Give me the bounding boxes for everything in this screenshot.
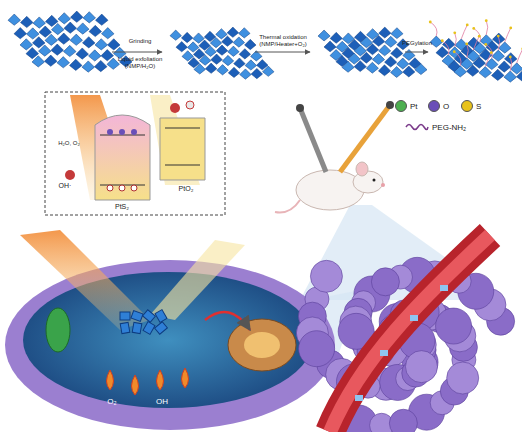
annotation-label: O₂ [100, 398, 124, 407]
inset-frame [45, 92, 225, 215]
cytoplasm [23, 272, 313, 408]
legend-item: Pt [395, 100, 418, 112]
blood-vessel [330, 235, 490, 432]
annotation-label: PtO₂ [168, 185, 204, 193]
flame [132, 375, 139, 395]
legend-text: O [443, 102, 449, 111]
uptake-arrow [205, 312, 250, 330]
legend-swatch [461, 100, 473, 112]
flame [157, 370, 164, 390]
nanosheet [429, 19, 522, 82]
annotation-label: PEGylation [395, 40, 439, 47]
legend-item: S [461, 100, 481, 112]
radical [186, 101, 194, 109]
legend-line-sample [405, 122, 429, 132]
nanosheet [440, 285, 448, 291]
mouse [275, 162, 385, 213]
annotation-label: OH· [50, 182, 80, 190]
legend-swatch [395, 100, 407, 112]
process-arrow [405, 52, 428, 53]
annotation-label: H₂O, O₂ [50, 140, 88, 147]
annotation-label: Thermal oxidation (NMP/Heater+O₂) [252, 34, 314, 47]
legend-swatch [428, 100, 440, 112]
legend-text: Pt [410, 102, 418, 111]
legend-item: O [428, 100, 449, 112]
hole [119, 185, 125, 191]
process-arrow [112, 52, 162, 53]
nanosheet [170, 27, 274, 79]
valence-band [165, 165, 200, 166]
nucleolus [244, 332, 280, 358]
annotation-label: PtS₂ [104, 203, 140, 211]
band-diagram [95, 115, 150, 200]
light-beam [20, 230, 150, 330]
electron [119, 129, 125, 135]
nanosheet [318, 27, 427, 77]
nanosheet [380, 350, 388, 356]
electron [131, 129, 137, 135]
laser-fiber [300, 108, 326, 172]
fiber-tip [296, 104, 304, 112]
nanosheet [410, 315, 418, 321]
annotation-label: OH [150, 398, 174, 407]
cell-membrane [5, 260, 335, 430]
hole [131, 185, 137, 191]
hole [107, 185, 113, 191]
fiber-tip [386, 101, 394, 109]
flame [107, 370, 114, 390]
vessel-lumen [330, 235, 490, 432]
mitochondrion [46, 308, 70, 352]
band-diagram [160, 118, 205, 180]
legend-item: PEG-NH₂ [405, 122, 466, 132]
light-beam [150, 240, 245, 320]
nanosheet-cluster [120, 310, 167, 335]
electron [107, 129, 113, 135]
annotation-label: Liquid exfoliation (NMP/H₂O) [110, 56, 170, 69]
nanosheet [8, 11, 132, 72]
legend-text: S [476, 102, 481, 111]
radical [170, 103, 180, 113]
nanosheet [355, 395, 363, 401]
flame [182, 368, 189, 388]
legend-text: PEG-NH₂ [432, 123, 466, 132]
nucleus [228, 319, 296, 371]
process-arrow [255, 52, 310, 53]
laser-fiber [340, 105, 390, 172]
conduction-band [165, 128, 200, 129]
radical [65, 170, 75, 180]
annotation-label: Grinding [110, 38, 170, 45]
